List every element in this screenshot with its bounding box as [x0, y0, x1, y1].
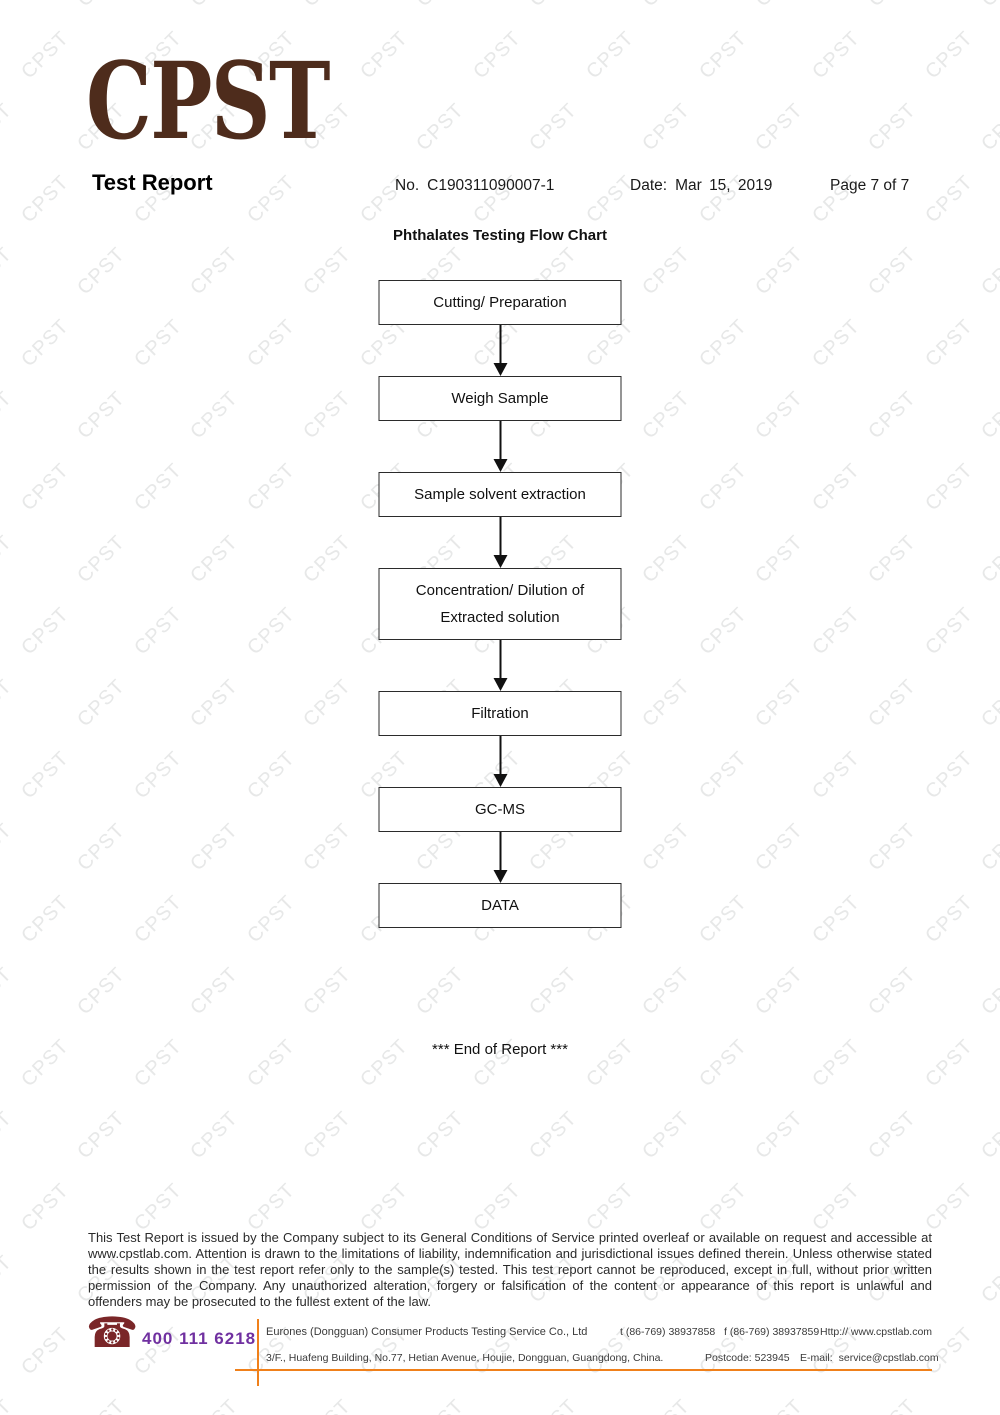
report-number: No. C190311090007-1 [395, 177, 554, 195]
arrow-down-icon [379, 325, 622, 376]
flow-step-box: Concentration/ Dilution of Extracted sol… [378, 568, 622, 640]
flow-step-box: GC-MS [378, 787, 622, 832]
company-address: 3/F., Huafeng Building, No.77, Hetian Av… [266, 1352, 664, 1364]
arrow-down-icon [379, 736, 622, 787]
email-row: E-mail: service@cpstlab.com [800, 1352, 939, 1364]
phone-icon: ☎ [86, 1309, 139, 1356]
postcode-value: Postcode: 523945 [705, 1352, 790, 1364]
page-title: Test Report [92, 170, 213, 195]
end-of-report-text: *** End of Report *** [432, 1041, 568, 1058]
page-indicator: Page 7 of 7 [830, 177, 910, 194]
flow-step-box: Weigh Sample [378, 376, 622, 421]
website-value: Http:// www.cpstlab.com [820, 1326, 933, 1338]
fax-value: f (86-769) 38937859 [724, 1326, 820, 1338]
cpst-logo: CPST [86, 38, 331, 163]
flow-step-box: Sample solvent extraction [378, 472, 622, 517]
arrow-down-icon [379, 832, 622, 883]
footer-horizontal-rule [235, 1369, 932, 1371]
flow-step-box: Cutting/ Preparation [378, 280, 622, 325]
arrow-down-icon [379, 640, 622, 691]
footer-vertical-divider [257, 1319, 259, 1386]
report-number-value: C190311090007-1 [427, 177, 555, 194]
flow-step-box: Filtration [378, 691, 622, 736]
report-date-label: Date: [630, 177, 668, 194]
arrow-down-icon [379, 517, 622, 568]
disclaimer-text: This Test Report is issued by the Compan… [88, 1230, 932, 1309]
flow-step-box: DATA [378, 883, 622, 928]
company-name: Eurones (Dongguan) Consumer Products Tes… [266, 1326, 588, 1338]
hotline-number: 400 111 6218 [142, 1329, 257, 1348]
arrow-down-icon [379, 421, 622, 472]
telephone-value: t (86-769) 38937858 [620, 1326, 716, 1338]
email-label: E-mail: [800, 1352, 833, 1364]
flowchart-title: Phthalates Testing Flow Chart [393, 227, 607, 244]
email-value: service@cpstlab.com [838, 1352, 939, 1364]
report-date-value: Mar 15, 2019 [675, 177, 773, 194]
report-date: Date: Mar 15, 2019 [630, 177, 772, 195]
report-number-label: No. [395, 177, 420, 194]
